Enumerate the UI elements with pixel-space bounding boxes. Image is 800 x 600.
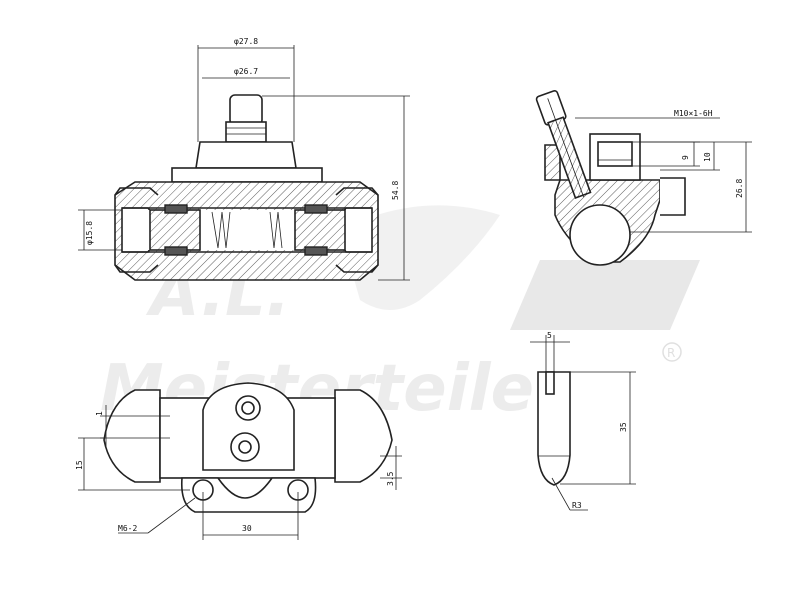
- front-section-view: φ27.8 φ26.7 54.8 φ15.8: [78, 37, 410, 281]
- dim-mount-thread: M6-2: [118, 524, 137, 533]
- watermark-registered: R: [667, 346, 675, 360]
- dim-outer-diameter: φ27.8: [234, 37, 258, 46]
- dim-inner-diameter: φ26.7: [234, 67, 258, 76]
- dim-thread: M10×1-6H: [674, 109, 713, 118]
- dim-overall-height: 54.8: [391, 181, 400, 200]
- side-section-view: M10×1-6H 9 10 26.8: [535, 89, 752, 266]
- dim-port-depth: 9: [681, 155, 690, 160]
- watermark: A.L. Meisterteile R: [100, 205, 700, 426]
- watermark-stripes: [510, 260, 700, 330]
- dim-pin-radius: R3: [572, 501, 582, 510]
- dim-flange-height: 15: [75, 460, 84, 470]
- dim-side-height: 26.8: [735, 179, 744, 198]
- dim-bottom-offset: 3.5: [386, 471, 395, 486]
- dim-port-height: 10: [703, 152, 712, 162]
- dim-bore-diameter: φ15.8: [85, 221, 94, 245]
- dim-pin-length: 35: [619, 422, 628, 432]
- pin-view: 5 35 R3: [530, 331, 636, 511]
- dim-hole-spacing: 30: [242, 524, 252, 533]
- dim-pin-width: 5: [547, 331, 552, 340]
- top-outer-view: 1 15 3.5 30 M6-2: [75, 382, 402, 540]
- dim-offset-top: 1: [95, 411, 104, 416]
